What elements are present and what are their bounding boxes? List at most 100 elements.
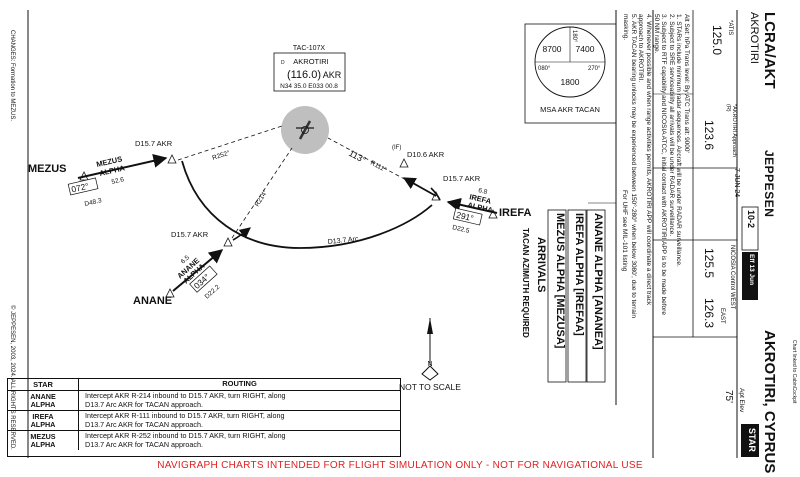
navaid-freq: (116.0): [287, 69, 321, 81]
apt-elev-label: Apt Elev: [738, 388, 745, 413]
anane-dme: D22.2: [204, 283, 222, 300]
freq-east-label: EAST: [719, 308, 725, 324]
mezus-fix-label: MEZUS: [28, 163, 67, 175]
routing-text: D13.7 Arc AKR for TACAN approach.: [85, 399, 203, 409]
anane-fix-symbol: [165, 288, 175, 298]
chart-number-box: [741, 206, 759, 251]
irefa-fix-symbol: [488, 209, 498, 219]
anane-route: ANANE D15.7 AKR 6.5 ANANE ALPHA 034° D22…: [133, 147, 293, 307]
simulation-disclaimer: NAVIGRAPH CHARTS INTENDED FOR FLIGHT SIM…: [157, 460, 643, 471]
note-5: 4. Whenever possible and when range acti…: [645, 14, 653, 306]
d106-symbol: [399, 158, 409, 168]
navaid-coords: N34 35.0 E033 00.8: [280, 83, 338, 90]
routing-text: Intercept AKR R-214 inbound to D15.7 AKR…: [85, 391, 286, 401]
msa-value-nw: 8700: [543, 44, 562, 54]
mezus-course: 072°: [70, 181, 89, 195]
title-anane: ANANE ALPHA [ANANEA]: [592, 213, 604, 350]
title-mezus: MEZUS ALPHA [MEZUSA]: [554, 213, 566, 349]
routing-text: Intercept AKR R-111 inbound to D15.7 AKR…: [85, 411, 285, 421]
arc-label: D13.7 Arc: [327, 236, 359, 246]
star-name: ALPHA: [30, 399, 56, 409]
mezus-route: MEZUS D15.7 AKR MEZUS ALPHA 52.6 072° D4…: [28, 125, 283, 208]
d157-anane-symbol: [223, 237, 233, 247]
city-title: AKROTIRI, CYPRUS: [761, 330, 778, 474]
mezus-dist: 52.6: [111, 176, 125, 186]
routing-text: D13.7 Arc AKR for TACAN approach.: [85, 439, 203, 449]
irefa-course: 291°: [455, 210, 474, 224]
airport-short: AKROTIRI: [748, 12, 760, 64]
routing-header: STAR ROUTING: [8, 379, 400, 390]
if-label: (IF): [392, 145, 401, 151]
navaid-box: TAC-107X AKROTIRI D (116.0) AKR N34 35.0…: [273, 45, 346, 92]
navaid-ident: AKR: [323, 70, 342, 80]
freq-app-value: 123.6: [702, 120, 716, 151]
title-tacan: TACAN AZIMUTH REQUIRED: [521, 228, 530, 338]
chart-type: STAR: [747, 428, 757, 452]
d157-anane-label: D15.7 AKR: [171, 230, 209, 239]
r111-label: R111°: [369, 159, 388, 174]
navaid-type: TAC-107X: [293, 45, 325, 52]
anane-fix-label: ANANE: [133, 295, 172, 307]
apt-elev: 75': [723, 390, 734, 404]
changes-note: CHANGES: Formation to MEZUS.: [9, 30, 15, 122]
uhf-note: For UHF see MIL-101 listing: [621, 190, 628, 272]
freq-atis-value: 125.0: [710, 25, 724, 56]
eff-date: Eff 13 Jun: [748, 254, 755, 286]
not-to-scale: NOT TO SCALE: [399, 382, 461, 392]
d106-label: D10.6 AKR: [407, 150, 445, 159]
chart-number: 10-2: [746, 210, 756, 229]
dme-arc: [181, 160, 433, 249]
freq-app-label: *AKROTIRI Approach (R): [725, 104, 737, 157]
note-0: Alt Set: hPa Trans level: By ATC Trans a…: [683, 14, 690, 153]
navaid-morse: D: [281, 60, 285, 66]
d157-mezus-label: D15.7 AKR: [135, 139, 173, 148]
msa-bearing-w: 080°: [538, 66, 551, 72]
notes-block: Alt Set: hPa Trans level: By ATC Trans a…: [622, 14, 690, 318]
runway-symbol: [296, 120, 314, 140]
north-n: N: [427, 361, 432, 368]
r252-label: R252°: [211, 149, 231, 162]
irefa-fix-label: IREFA: [499, 207, 531, 219]
routing-text: Intercept AKR R-252 inbound to D15.7 AKR…: [85, 431, 286, 441]
freq-west-label: NICOSIA Control WEST: [729, 245, 735, 310]
msa-value-s: 1800: [561, 77, 580, 87]
d157-mezus-symbol: [167, 154, 177, 164]
mezus-dme: D48.3: [84, 197, 103, 208]
freq-west-value: 125.5: [702, 248, 716, 279]
d157-irefa-label: D15.7 AKR: [443, 174, 481, 183]
star-name: ALPHA: [30, 439, 56, 449]
title-arrivals: ARRIVALS: [535, 237, 547, 293]
msa-bearing-n: 180°: [571, 30, 577, 43]
jeppesen-logo: JEPPESEN: [762, 150, 776, 218]
note-4: 50 NM range.: [652, 14, 660, 54]
icao-iata: LCRA/AKT: [761, 12, 778, 89]
side-right-note: Chart linked to CabinCockpit: [791, 340, 797, 404]
note-2: 2. Subject to SRE serviceability all arr…: [667, 14, 675, 237]
course-113: 113°: [347, 148, 368, 165]
star-name: MEZUS: [30, 431, 56, 441]
note-3: 3. Subject to RTF capability and NICOSIA…: [660, 14, 668, 315]
irefa-dme: D22.5: [452, 224, 471, 235]
note-6: approach to AKROTIRI.: [637, 14, 645, 83]
msa-bearing-e: 270°: [588, 66, 601, 72]
r214-label: R214°: [253, 188, 270, 208]
irefa-route: IREFA D15.7 AKR (IF) D10.6 AKR 6.8 IREFA…: [327, 137, 531, 235]
title-irefa: IREFA ALPHA [IREFAA]: [573, 213, 585, 336]
navaid-name: AKROTIRI: [293, 57, 328, 66]
irefa-proc-0: 6.8: [478, 187, 489, 196]
freq-east-value: 126.3: [702, 298, 716, 329]
star-name: ANANE: [30, 391, 56, 401]
note-8: masking.: [622, 14, 630, 41]
eff-box: [742, 252, 758, 300]
note-1: 1. STARs include minimum radar sequences…: [675, 14, 683, 267]
star-name: IREFA: [32, 411, 54, 421]
tacan-symbol: [301, 126, 309, 134]
routing-header-star: STAR: [8, 379, 79, 390]
chart-date: 7 JUN 24: [733, 168, 740, 198]
mezus-fix-symbol: [79, 171, 89, 181]
